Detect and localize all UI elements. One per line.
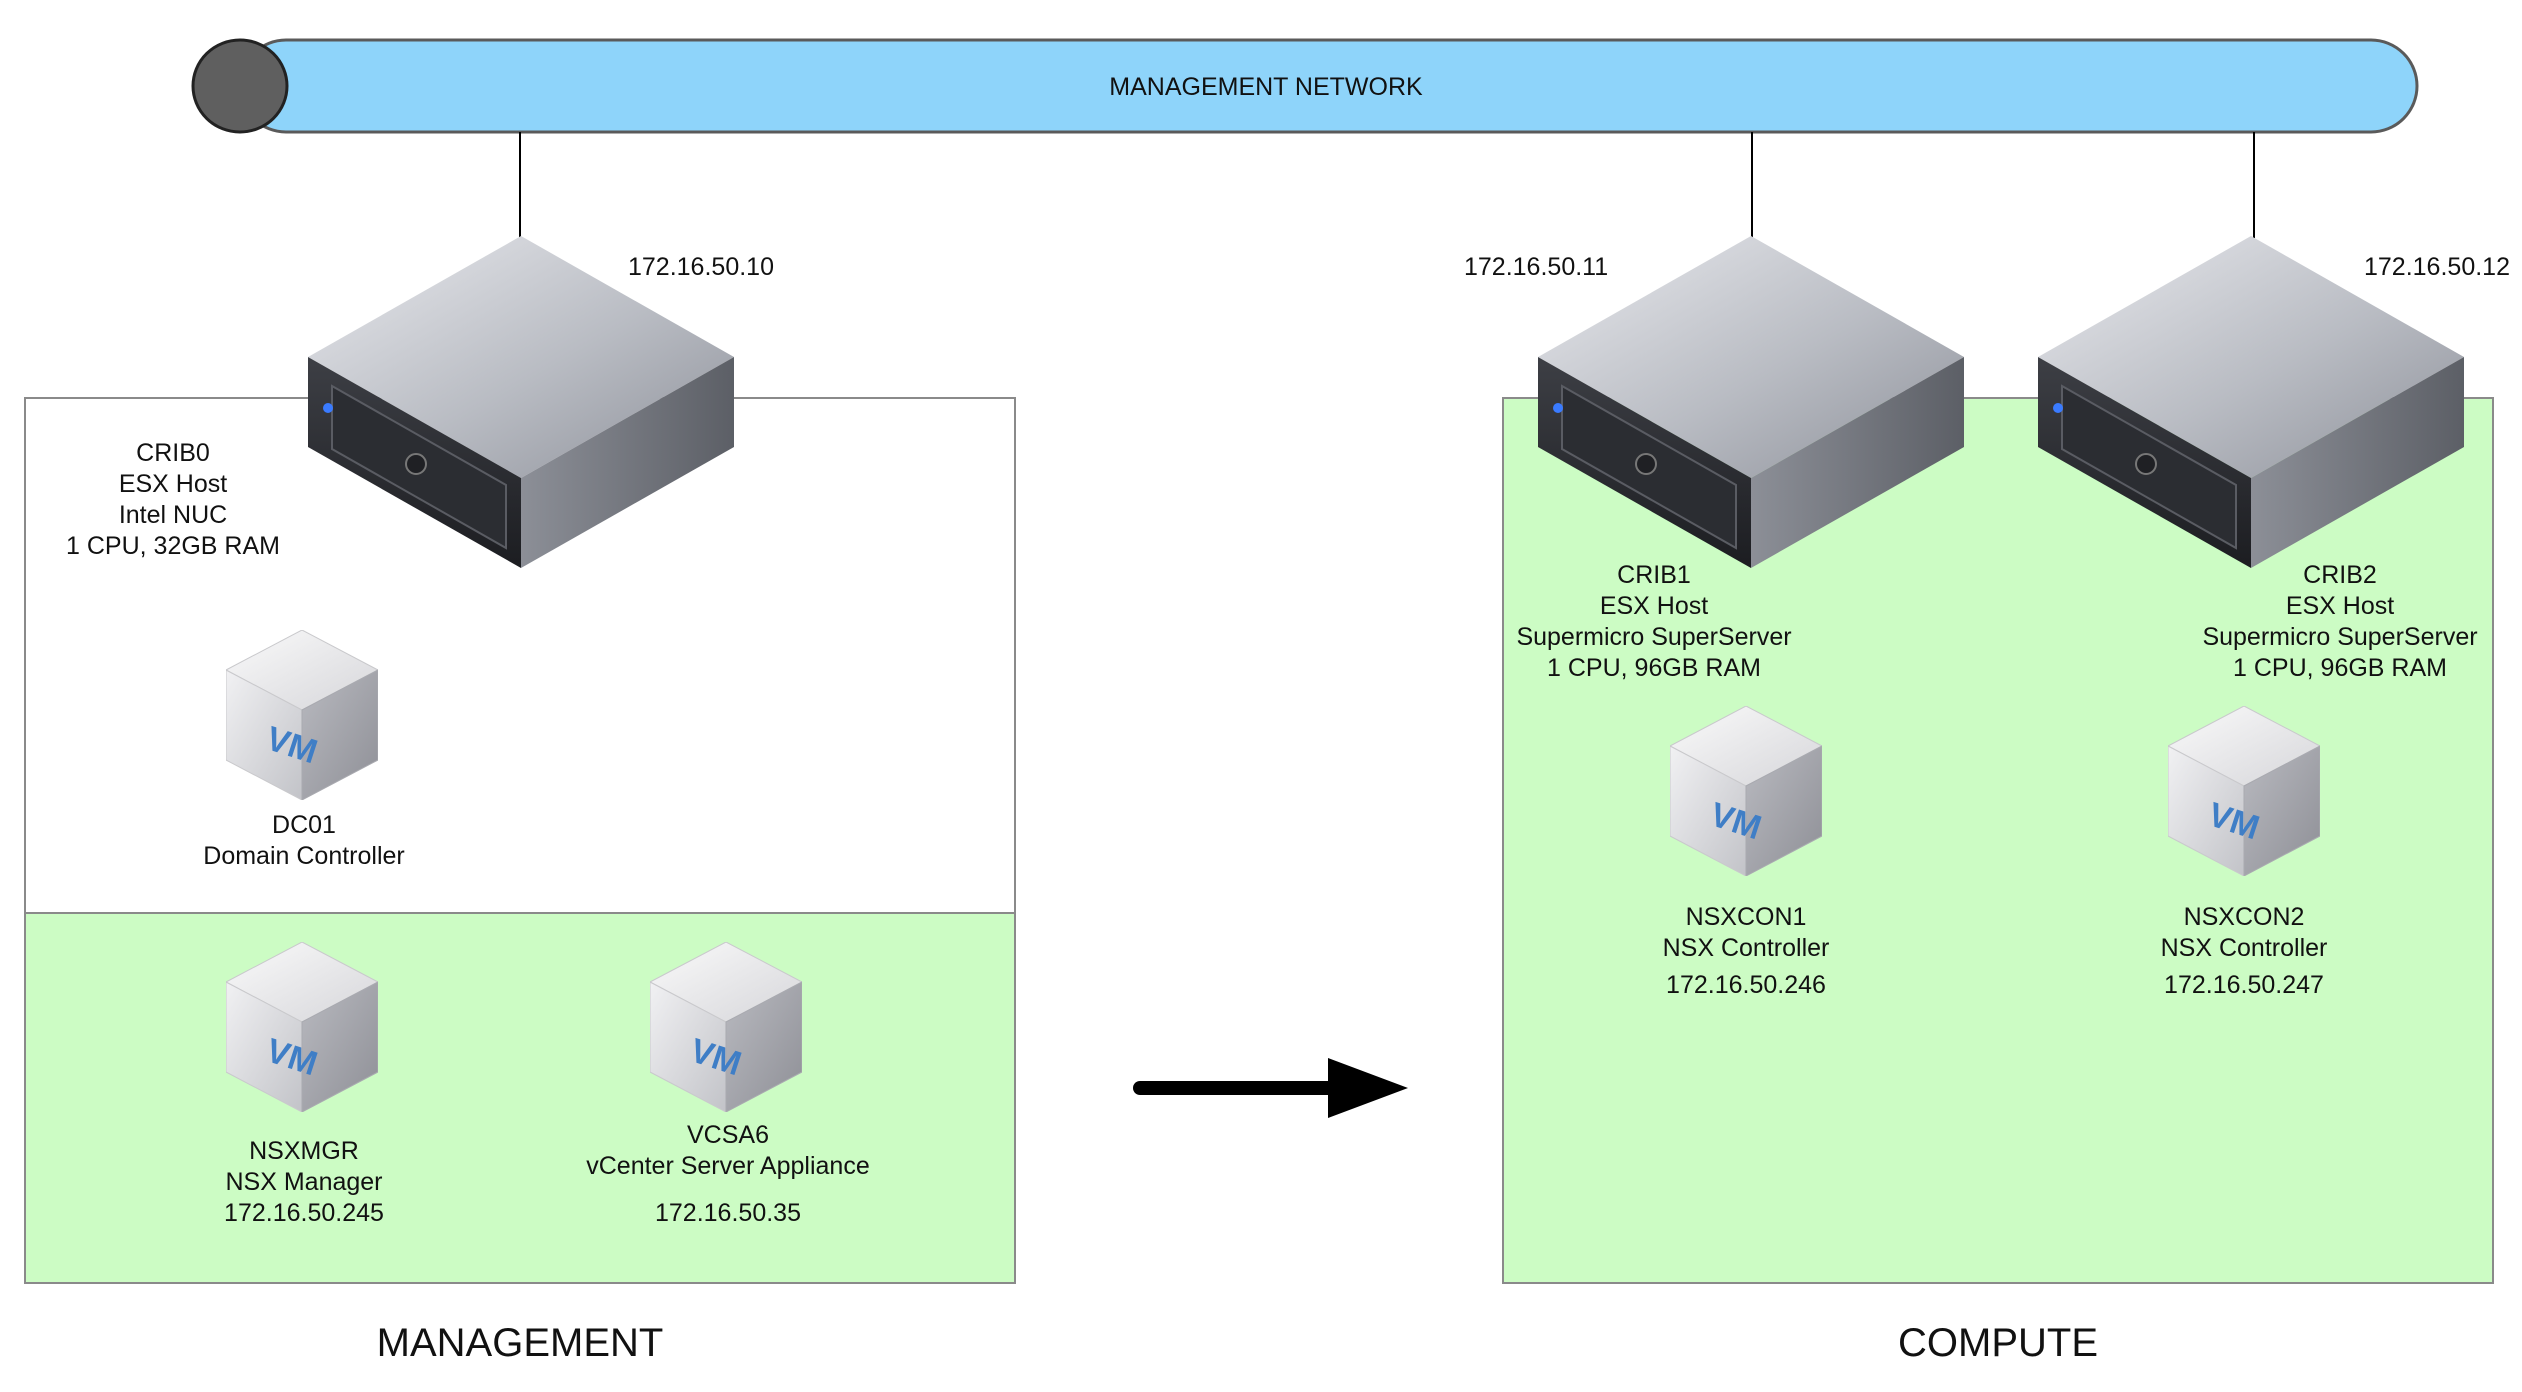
vm-label-nsxcon2: NSXCON2 NSX Controller — [2094, 902, 2394, 964]
management-green-zone — [24, 912, 1016, 1284]
server-icon — [308, 236, 734, 568]
vm-ip: 172.16.50.35 — [655, 1199, 801, 1227]
host-type: ESX Host — [1599, 592, 1709, 620]
vm-role: NSX Controller — [1662, 934, 1830, 962]
vm-cube-icon: VM — [226, 942, 378, 1112]
section-title-management: MANAGEMENT — [376, 1321, 664, 1365]
host-resources: 1 CPU, 96GB RAM — [1547, 654, 1761, 682]
vm-ip: 172.16.50.247 — [2164, 971, 2324, 999]
server-icon — [1538, 236, 1964, 568]
host-ip: 172.16.50.11 — [1464, 253, 1609, 281]
server-icon — [2038, 236, 2464, 568]
vm-role: NSX Controller — [2160, 934, 2328, 962]
host-name: CRIB1 — [1617, 561, 1691, 589]
bus-end-cap — [191, 38, 289, 134]
vm-role: NSX Manager — [225, 1168, 383, 1196]
network-label: MANAGEMENT NETWORK — [1109, 73, 1423, 101]
vm-role: Domain Controller — [203, 842, 405, 870]
host-type: ESX Host — [118, 470, 228, 498]
migration-arrow — [1133, 1058, 1408, 1118]
vm-name: DC01 — [272, 811, 336, 839]
vm-ip: 172.16.50.246 — [1666, 971, 1826, 999]
vm-label-nsxcon1: NSXCON1 NSX Controller — [1596, 902, 1896, 964]
vm-name: NSXCON1 — [1685, 903, 1807, 931]
management-network-bus — [191, 38, 2419, 134]
vm-label-nsxmgr: NSXMGR NSX Manager 172.16.50.245 — [154, 1136, 454, 1229]
host-name: CRIB0 — [136, 439, 210, 467]
vm-cube-icon: VM — [1670, 706, 1822, 876]
host-model: Supermicro SuperServer — [1516, 623, 1792, 651]
host-ip: 172.16.50.12 — [2364, 253, 2510, 281]
host-resources: 1 CPU, 32GB RAM — [66, 532, 280, 560]
compute-zone — [1502, 397, 2494, 1284]
host-label-crib2: CRIB2 ESX Host Supermicro SuperServer 1 … — [2160, 560, 2520, 684]
host-model: Supermicro SuperServer — [2202, 623, 2478, 651]
vm-role: vCenter Server Appliance — [586, 1152, 870, 1180]
vm-cube-icon: VM — [226, 630, 378, 800]
vm-ip: 172.16.50.245 — [224, 1199, 384, 1227]
host-type: ESX Host — [2285, 592, 2395, 620]
vm-cube-icon: VM — [650, 942, 802, 1112]
vm-cube-icon: VM — [2168, 706, 2320, 876]
vm-name: NSXCON2 — [2183, 903, 2305, 931]
section-title-compute: COMPUTE — [1898, 1321, 2098, 1365]
host-label-crib0: CRIB0 ESX Host Intel NUC 1 CPU, 32GB RAM — [20, 438, 326, 562]
vm-label-dc01: DC01 Domain Controller — [154, 810, 454, 872]
host-model: Intel NUC — [118, 501, 228, 529]
vm-name: VCSA6 — [687, 1121, 769, 1149]
host-resources: 1 CPU, 96GB RAM — [2233, 654, 2447, 682]
vm-label-vcsa6: VCSA6 vCenter Server Appliance — [560, 1120, 896, 1182]
host-ip: 172.16.50.10 — [628, 253, 774, 281]
host-label-crib1: CRIB1 ESX Host Supermicro SuperServer 1 … — [1474, 560, 1834, 684]
vm-name: NSXMGR — [249, 1137, 359, 1165]
host-name: CRIB2 — [2303, 561, 2377, 589]
